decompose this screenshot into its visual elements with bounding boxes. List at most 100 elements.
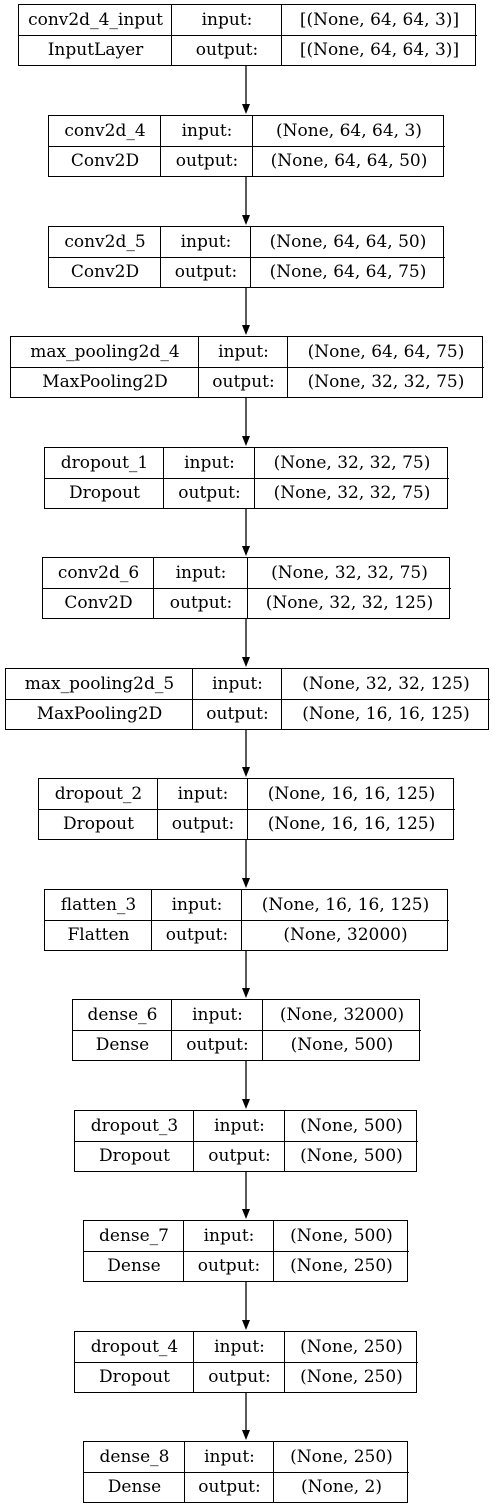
layer-type: Dense xyxy=(73,1030,172,1060)
edge-arrow xyxy=(242,398,250,446)
arrowhead-icon xyxy=(242,878,250,888)
arrowhead-icon xyxy=(242,1099,250,1109)
input-label: input: xyxy=(171,894,223,915)
column-divider-left xyxy=(157,779,158,839)
output-label: output: xyxy=(194,1141,285,1171)
layer-name: conv2d_4 xyxy=(64,120,146,141)
column-divider-right xyxy=(284,1332,285,1392)
output-label: output: xyxy=(199,367,288,397)
arrowhead-icon xyxy=(242,546,250,556)
output-shape: (None, 2) xyxy=(274,1472,409,1502)
output-label: output: xyxy=(161,146,253,176)
input-shape: (None, 500) xyxy=(300,1115,403,1136)
edge-arrow xyxy=(242,1282,250,1330)
edge-arrow xyxy=(242,509,250,556)
output-shape: (None, 64, 64, 75) xyxy=(251,257,445,287)
arrowhead-icon xyxy=(242,1430,250,1440)
column-divider-right xyxy=(250,227,251,287)
layer-name: conv2d_5 xyxy=(64,231,146,252)
output-label: output: xyxy=(184,1251,274,1281)
column-divider-left xyxy=(163,448,164,508)
layer-name: max_pooling2d_4 xyxy=(30,341,180,362)
output-shape: (None, 250) xyxy=(274,1251,409,1281)
arrowhead-icon xyxy=(242,215,250,225)
input-label: input: xyxy=(184,452,235,473)
layer-type: Dropout xyxy=(39,809,158,839)
arrowhead-icon xyxy=(242,767,250,777)
column-divider-right xyxy=(281,669,282,729)
output-label: output: xyxy=(193,699,282,729)
column-divider-right xyxy=(247,558,248,618)
layer-name: conv2d_4_input xyxy=(28,9,163,30)
column-divider-left xyxy=(171,5,172,65)
output-label: output: xyxy=(172,1030,263,1060)
output-shape: (None, 32000) xyxy=(242,920,449,950)
output-label: output: xyxy=(154,588,248,618)
input-shape: (None, 250) xyxy=(290,1446,393,1467)
input-shape: (None, 32000) xyxy=(279,1004,405,1025)
output-shape: (None, 16, 16, 125) xyxy=(282,699,490,729)
layer-type: Dropout xyxy=(75,1141,194,1171)
edge-arrow xyxy=(242,619,250,667)
edge-arrow xyxy=(242,1393,250,1440)
column-divider-left xyxy=(160,227,161,287)
input-label: input: xyxy=(177,783,229,804)
output-shape: [(None, 64, 64, 3)] xyxy=(282,35,477,65)
input-shape: (None, 32, 32, 125) xyxy=(302,673,470,694)
input-shape: (None, 16, 16, 125) xyxy=(261,894,430,915)
input-shape: [(None, 64, 64, 3)] xyxy=(299,9,460,30)
output-label: output: xyxy=(185,1472,274,1502)
arrowhead-icon xyxy=(242,1320,250,1330)
output-label: output: xyxy=(161,257,251,287)
output-label: output: xyxy=(164,478,255,508)
column-divider-right xyxy=(254,448,255,508)
output-label: output: xyxy=(152,920,242,950)
edge-arrow xyxy=(242,840,250,888)
input-label: input: xyxy=(204,1446,255,1467)
layer-name: dropout_1 xyxy=(60,452,149,473)
arrowhead-icon xyxy=(242,325,250,335)
layer-type: Dense xyxy=(84,1251,184,1281)
layer-name: flatten_3 xyxy=(60,894,137,915)
column-divider-left xyxy=(184,1442,185,1502)
output-shape: (None, 64, 64, 50) xyxy=(253,146,445,176)
input-label: input: xyxy=(218,341,269,362)
column-divider-left xyxy=(192,669,193,729)
input-label: input: xyxy=(192,1004,243,1025)
column-divider-right xyxy=(273,1442,274,1502)
edge-arrow xyxy=(242,951,250,998)
layer-type: MaxPooling2D xyxy=(6,699,193,729)
input-shape: (None, 500) xyxy=(290,1225,393,1246)
output-label: output: xyxy=(158,809,248,839)
layer-type: Dense xyxy=(84,1472,185,1502)
layer-name: dense_7 xyxy=(99,1225,169,1246)
edge-arrow xyxy=(242,177,250,225)
layer-type: Conv2D xyxy=(49,146,161,176)
output-shape: (None, 500) xyxy=(285,1141,418,1171)
input-label: input: xyxy=(203,1225,255,1246)
output-label: output: xyxy=(172,35,282,65)
input-label: input: xyxy=(175,562,227,583)
layer-type: InputLayer xyxy=(19,35,172,65)
output-label: output: xyxy=(194,1362,285,1392)
column-divider-right xyxy=(287,337,288,397)
input-label: input: xyxy=(180,231,232,252)
layer-name: dropout_3 xyxy=(90,1115,179,1136)
input-label: input: xyxy=(181,120,233,141)
input-shape: (None, 64, 64, 50) xyxy=(269,231,427,252)
arrowhead-icon xyxy=(242,436,250,446)
layer-type: Flatten xyxy=(45,920,152,950)
input-shape: (None, 64, 64, 75) xyxy=(307,341,465,362)
column-divider-left xyxy=(193,1111,194,1171)
column-divider-left xyxy=(151,890,152,950)
output-shape: (None, 16, 16, 125) xyxy=(248,809,455,839)
